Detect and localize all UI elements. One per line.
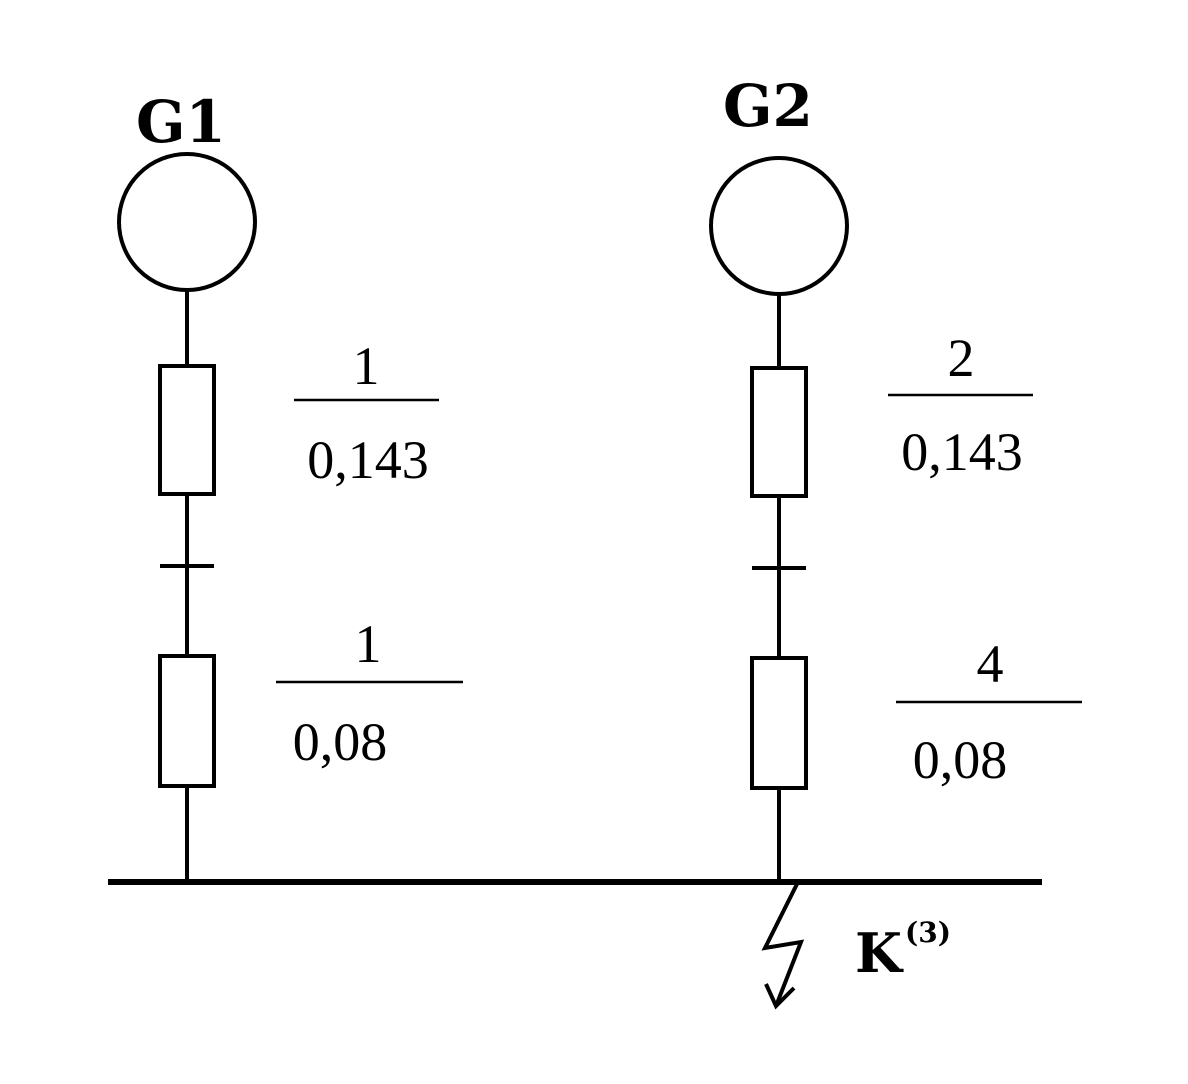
g2-upper-denominator: 0,143 bbox=[901, 422, 1023, 482]
fraction-g1-lower: 1 0,08 bbox=[276, 614, 463, 772]
generator-g2-label: G2 bbox=[723, 72, 813, 140]
g1-lower-denominator: 0,08 bbox=[293, 712, 388, 772]
fault-superscript: (3) bbox=[905, 916, 951, 949]
fraction-g2-upper: 2 0,143 bbox=[888, 328, 1033, 482]
g1-lower-numerator: 1 bbox=[355, 614, 382, 674]
g1-upper-denominator: 0,143 bbox=[307, 430, 429, 490]
impedance-g2-lower bbox=[750, 656, 808, 790]
impedance-g1-upper bbox=[158, 364, 216, 496]
fault-arrowhead-icon bbox=[764, 983, 796, 1010]
fraction-g1-upper: 1 0,143 bbox=[294, 336, 439, 490]
generator-g2-symbol bbox=[709, 156, 849, 296]
fault-lightning-icon bbox=[761, 883, 805, 1007]
generator-g1-symbol bbox=[117, 152, 257, 292]
branch-g2: G2 2 0,143 4 0,08 bbox=[709, 72, 1082, 882]
fraction-g2-lower: 4 0,08 bbox=[896, 634, 1082, 790]
g2-lower-denominator: 0,08 bbox=[913, 730, 1008, 790]
impedance-g1-lower bbox=[158, 654, 216, 788]
impedance-g2-upper bbox=[750, 366, 808, 498]
fault-label: K bbox=[855, 921, 904, 985]
generator-g1-label: G1 bbox=[136, 88, 226, 156]
g2-upper-numerator: 2 bbox=[948, 328, 975, 388]
g2-lower-numerator: 4 bbox=[977, 634, 1004, 694]
branch-g1: G1 1 0,143 1 0,08 bbox=[117, 88, 463, 882]
g1-upper-numerator: 1 bbox=[353, 336, 380, 396]
fault-symbol: K (3) bbox=[761, 883, 951, 1010]
